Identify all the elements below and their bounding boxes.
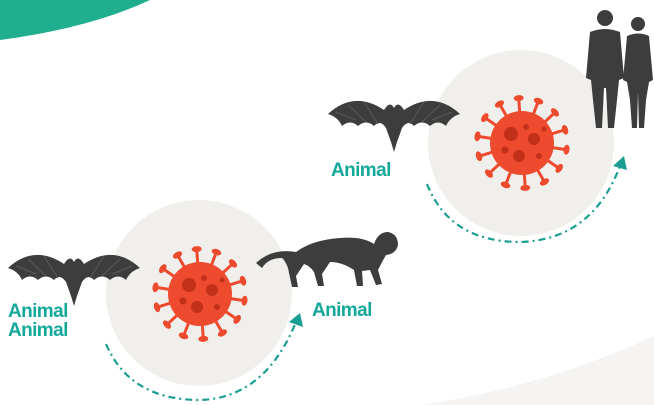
corner-accent-green [0,0,150,40]
upper-bat-animal-label: Animal [331,160,391,181]
humans-icon [586,10,653,128]
left-animal-label-2: Animal [8,320,68,341]
corner-accent-gray [420,336,654,405]
left-animal-label-1: Animal [8,301,68,322]
lower-flow-arrowhead [289,313,303,327]
upper-flow-arrowhead [613,156,627,170]
monkey-animal-label: Animal [312,300,372,321]
